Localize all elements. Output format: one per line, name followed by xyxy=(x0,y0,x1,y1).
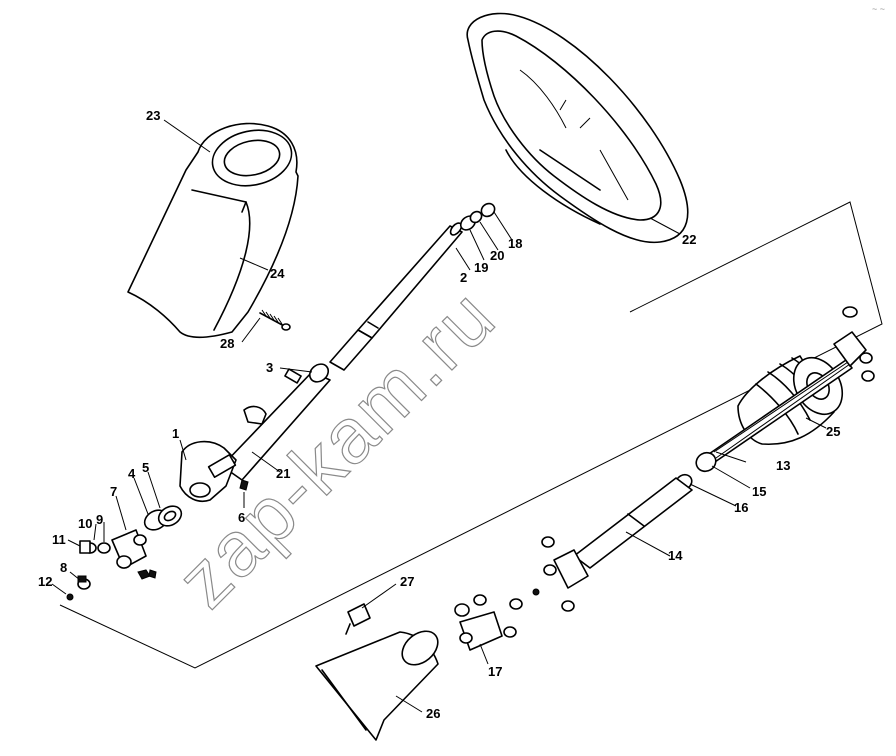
callout-26: 26 xyxy=(426,706,440,721)
callout-10: 10 xyxy=(78,516,92,531)
bearing-rings xyxy=(143,505,183,531)
callout-7: 7 xyxy=(110,484,117,499)
callout-6: 6 xyxy=(238,510,245,525)
screw-28 xyxy=(259,309,291,331)
upper-yoke xyxy=(179,440,237,502)
callout-27: 27 xyxy=(400,574,414,589)
callout-1: 1 xyxy=(172,426,179,441)
callout-25: 25 xyxy=(826,424,840,439)
intermediate-rings xyxy=(675,451,717,491)
callout-14: 14 xyxy=(668,548,683,563)
lower-cross-joint xyxy=(454,594,523,651)
bolt-27 xyxy=(345,603,371,635)
callout-17: 17 xyxy=(488,664,502,679)
small-fasteners xyxy=(66,540,111,601)
callout-23: 23 xyxy=(146,108,160,123)
callout-2: 2 xyxy=(460,270,467,285)
leader-lines xyxy=(51,119,827,713)
callout-4: 4 xyxy=(128,466,136,481)
part-number-callouts: 1 2 3 4 5 6 7 8 9 10 11 12 13 14 15 16 1… xyxy=(38,108,840,721)
callout-13: 13 xyxy=(776,458,790,473)
callout-22: 22 xyxy=(682,232,696,247)
callout-19: 19 xyxy=(474,260,488,275)
column-shroud xyxy=(127,122,299,339)
assembly-boundary xyxy=(59,201,883,669)
callout-15: 15 xyxy=(752,484,766,499)
steering-wheel xyxy=(466,12,689,244)
callout-5: 5 xyxy=(142,460,149,475)
callout-28: 28 xyxy=(220,336,234,351)
callout-11: 11 xyxy=(52,532,66,547)
callout-20: 20 xyxy=(490,248,504,263)
flange-boot xyxy=(315,630,439,741)
callout-18: 18 xyxy=(508,236,522,251)
callout-21: 21 xyxy=(276,466,290,481)
column-tube xyxy=(221,363,331,481)
callout-8: 8 xyxy=(60,560,67,575)
screw-6 xyxy=(239,479,249,491)
telescopic-tube xyxy=(532,477,693,612)
callout-16: 16 xyxy=(734,500,748,515)
upper-steering-shaft xyxy=(329,222,463,371)
callout-24: 24 xyxy=(270,266,285,281)
callout-3: 3 xyxy=(266,360,273,375)
callout-12: 12 xyxy=(38,574,52,589)
upper-right-yoke xyxy=(833,306,875,382)
cross-joint xyxy=(111,529,157,580)
shaft-rings xyxy=(459,202,496,231)
callout-9: 9 xyxy=(96,512,103,527)
corner-mark: ~ ~ xyxy=(872,4,885,14)
